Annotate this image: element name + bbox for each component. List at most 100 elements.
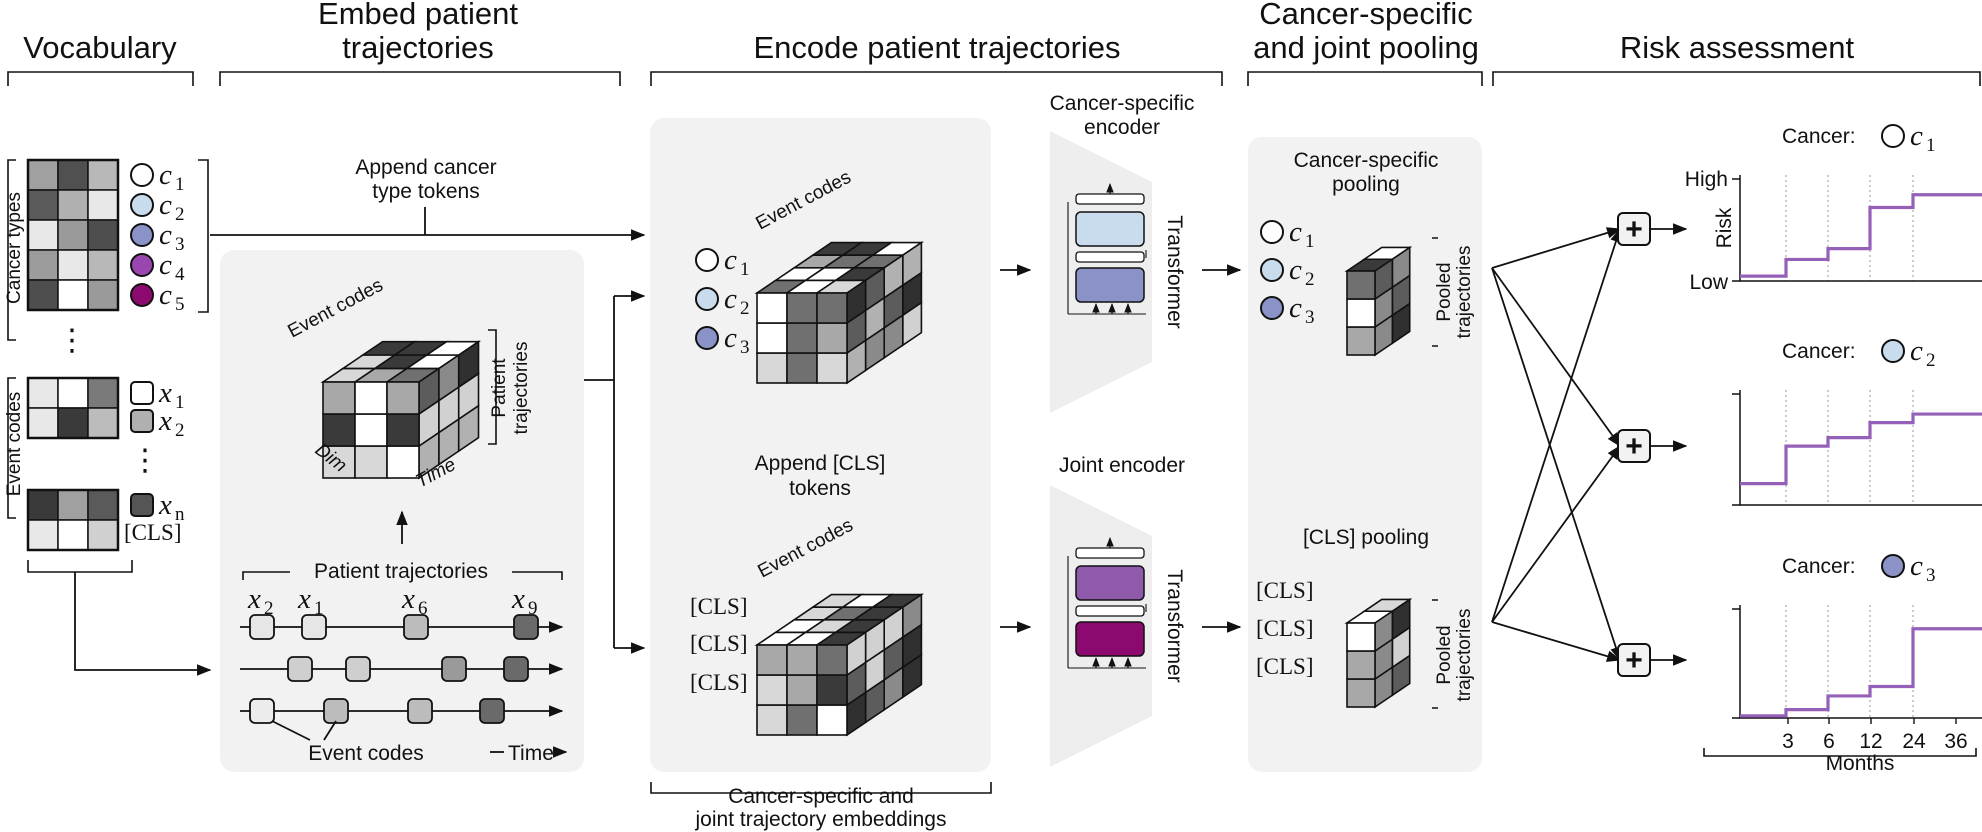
cube-front-face — [786, 322, 818, 354]
risk-route-arrow — [1491, 621, 1622, 662]
risk-axes — [1739, 605, 1982, 719]
event-codes-bracket — [7, 377, 16, 519]
encode-cls-token: [CLS] — [690, 670, 748, 695]
pooled-bottom-label-2: trajectories — [1454, 609, 1475, 702]
pool-cls-token: [CLS] — [1256, 654, 1314, 679]
sequence-event — [513, 614, 539, 640]
encoder-block-lower — [1075, 621, 1145, 657]
cube-front-face — [1346, 622, 1376, 652]
cube-front-face — [354, 413, 388, 447]
pool-cancer-token-symbol: c — [1289, 254, 1302, 286]
cube-front-face — [816, 674, 848, 706]
patient-sequences — [240, 614, 564, 741]
pool-cancer-token-swatch — [1260, 220, 1284, 244]
vocab-cancer-token-subscript: 1 — [175, 174, 185, 195]
risk-route-arrow — [1491, 267, 1622, 662]
encoder-norm-mid — [1075, 251, 1145, 263]
sequence-event — [479, 698, 505, 724]
risk-route-arrow — [1491, 227, 1622, 623]
vocab-event-token-subscript: 1 — [175, 392, 185, 413]
seq-label-subscript: 9 — [528, 598, 538, 619]
encode-cancer-token-swatch — [695, 248, 719, 272]
event-grid-cell — [57, 377, 89, 409]
sequence-event — [441, 656, 467, 682]
cube-front-face — [386, 381, 420, 415]
cancer-type-embedding-grid — [26, 158, 120, 312]
header-pooling-line1: Cancer-specific — [1259, 0, 1473, 31]
pool-cancer-token-swatch — [1260, 296, 1284, 320]
joint-encoder-label: Joint encoder — [1059, 454, 1185, 477]
vocab-bottom-bracket — [27, 560, 133, 573]
append-cancer-label-1: Append cancer — [355, 156, 496, 179]
header-embed-line1: Embed patient — [318, 0, 518, 31]
event-grid-cell — [27, 489, 59, 521]
encoder-residual — [1067, 556, 1147, 669]
encoder-block-upper — [1075, 565, 1145, 601]
risk-plot-token-swatch — [1881, 124, 1905, 148]
risk-y-ticks — [1732, 608, 1740, 719]
cancer-grid-cell — [87, 279, 119, 311]
cube-front-face — [756, 704, 788, 736]
vocab-event-token-swatch — [130, 381, 154, 405]
risk-route-arrow — [1491, 267, 1621, 448]
cancer-embedding-cube — [754, 241, 925, 385]
cube-front-face — [756, 644, 788, 676]
vocab-cancer-token-swatch — [130, 163, 154, 187]
pooled-cls-tokens: [CLS][CLS][CLS] — [1256, 578, 1314, 679]
pool-cancer-token-subscript: 2 — [1305, 269, 1315, 290]
risk-plot-token-swatch — [1881, 554, 1905, 578]
embeddings-label-1: Cancer-specific and — [728, 785, 914, 808]
risk-plot-token-symbol: c — [1910, 120, 1923, 152]
cancer-types-bracket — [7, 159, 16, 341]
pool-top-cube-body — [1344, 245, 1413, 357]
cube-front-face — [786, 352, 818, 384]
cube-front-face — [1346, 326, 1376, 356]
vocab-to-embed-arrow — [74, 572, 212, 676]
cube-front-face — [786, 674, 818, 706]
risk-routing-arrows: +++ — [1491, 212, 1688, 677]
cube-front-face — [756, 352, 788, 384]
risk-axes — [1739, 175, 1982, 282]
pool-cls-token: [CLS] — [1256, 616, 1314, 641]
cancer-tokens-bracket — [198, 159, 209, 313]
plus-sign: + — [1625, 430, 1643, 463]
header-embed-line2: trajectories — [342, 30, 494, 65]
vocab-ellipsis-left: ⋮ — [57, 324, 87, 357]
pool-cancer-token-symbol: c — [1289, 216, 1302, 248]
risk-plot-token-subscript: 2 — [1926, 350, 1936, 371]
trajectories-bracket — [242, 571, 563, 580]
embed-to-encode-split — [584, 296, 615, 648]
sequence-event — [287, 656, 313, 682]
append-cls-label-2: tokens — [789, 477, 851, 500]
event-grid-cell — [57, 407, 89, 439]
cube-front-face — [786, 704, 818, 736]
header-risk: Risk assessment — [1620, 30, 1855, 65]
pooled-bottom-label-1: Pooled — [1434, 625, 1455, 684]
cube-front-face — [786, 292, 818, 324]
cube-front-face — [322, 413, 356, 447]
event-grid-cell — [87, 489, 119, 521]
sequence-event — [345, 656, 371, 682]
pooled-cancer-trajectories — [1344, 245, 1413, 357]
embed-cube-patient-bracket — [488, 329, 497, 445]
embed-cube-patient-2: trajectories — [511, 342, 532, 435]
encoder-block-lower — [1075, 267, 1145, 303]
cancer-grid-cell — [27, 189, 59, 221]
event-grid-border — [26, 488, 120, 552]
event-grid-cell — [87, 519, 119, 551]
risk-x-tick-label: 3 — [1782, 730, 1794, 753]
vocab-cancer-token-subscript: 2 — [175, 204, 185, 225]
risk-axes — [1739, 390, 1982, 506]
event-grid-cell — [57, 489, 89, 521]
vocab-event-token-symbol: x — [158, 489, 172, 521]
vocab-event-token-swatch — [130, 493, 154, 517]
embeddings-bracket — [650, 782, 992, 794]
vocab-cancer-token-swatch — [130, 193, 154, 217]
event-grid-cell — [87, 377, 119, 409]
encoder-norm-mid — [1075, 605, 1145, 617]
cancer-grid-cell — [57, 219, 89, 251]
